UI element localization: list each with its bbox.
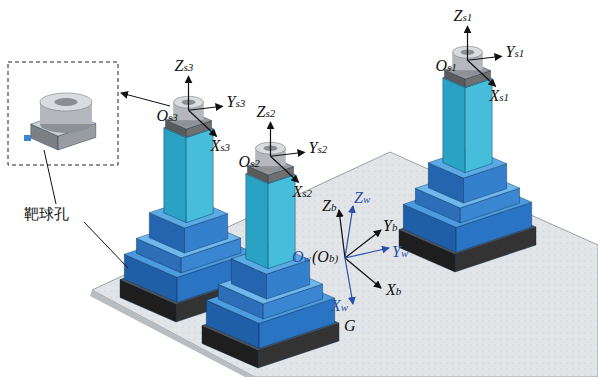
axis-label: Ow <box>292 249 311 265</box>
axis-label: Xw <box>331 298 348 314</box>
axis-arrow <box>271 156 299 182</box>
axis-label: Ys1 <box>506 44 525 60</box>
axis-arrow <box>345 248 389 258</box>
axis-label: Os3 <box>157 108 178 124</box>
axis-arrow <box>189 110 217 136</box>
axis-label: Xs1 <box>490 88 510 104</box>
axis-arrow <box>468 56 502 60</box>
axis-arrow <box>270 122 271 156</box>
axis-arrow <box>345 258 353 304</box>
axis-label: Yb <box>383 218 397 234</box>
axis-label: Xb <box>386 282 401 298</box>
axis-label: Xs2 <box>293 184 313 200</box>
axis-label: Zs2 <box>257 104 276 120</box>
axis-arrow <box>189 106 223 110</box>
axis-label: Zb <box>322 198 336 214</box>
part-label: 靶球孔 <box>24 206 69 221</box>
axis-arrow <box>345 206 353 258</box>
axis-label: Zw <box>354 190 370 206</box>
axis-label: Zs1 <box>454 8 473 24</box>
axis-label: (Ob) <box>312 249 338 265</box>
axis-arrow <box>271 152 305 156</box>
axis-label: Xs3 <box>211 138 231 154</box>
positioners <box>120 46 536 368</box>
axis-label: Yw <box>392 244 408 260</box>
axis-label: Os2 <box>239 154 260 170</box>
axis-arrow <box>188 76 189 110</box>
inset-detail <box>8 62 118 165</box>
leader-lines <box>44 93 170 268</box>
axis-arrow <box>468 60 496 86</box>
axis-arrow <box>467 26 468 60</box>
axis-arrow <box>345 258 381 288</box>
axis-label: Ys2 <box>309 140 328 156</box>
axis-label: Os1 <box>436 58 457 74</box>
coordinate-frames <box>189 26 502 304</box>
axis-arrow <box>339 210 345 258</box>
axis-label: G <box>344 318 356 334</box>
axis-label: Ys3 <box>227 94 246 110</box>
axis-label: Zs3 <box>175 58 194 74</box>
